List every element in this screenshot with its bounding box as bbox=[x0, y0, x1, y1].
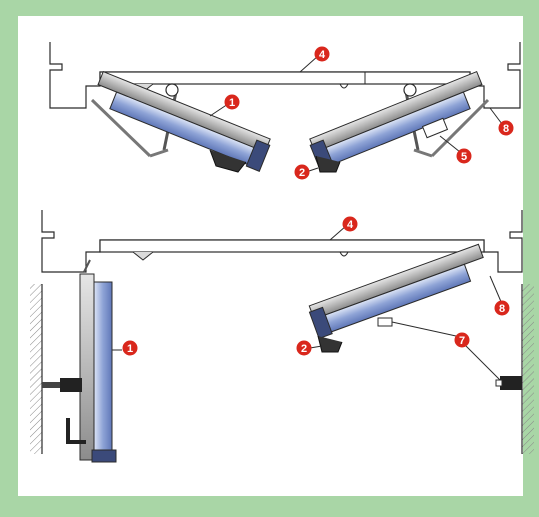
top-callout-4: 4 bbox=[314, 46, 330, 62]
svg-text:4: 4 bbox=[319, 49, 326, 61]
svg-text:1: 1 bbox=[229, 97, 235, 109]
bottom-left-handle bbox=[66, 418, 86, 444]
svg-text:4: 4 bbox=[347, 219, 354, 231]
top-right-handle bbox=[315, 155, 341, 173]
bottom-left-bumper bbox=[60, 378, 82, 392]
svg-text:2: 2 bbox=[301, 343, 307, 355]
bottom-right-handle bbox=[317, 335, 343, 353]
top-callout-1: 1 bbox=[224, 94, 240, 110]
bottom-callout-7: 7 bbox=[454, 332, 470, 348]
svg-text:7: 7 bbox=[459, 335, 465, 347]
top-callout-2: 2 bbox=[294, 164, 310, 180]
bottom-callout-1: 1 bbox=[122, 340, 138, 356]
top-diagram: 4 1 2 5 8 bbox=[49, 42, 521, 180]
svg-text:2: 2 bbox=[299, 167, 305, 179]
svg-text:5: 5 bbox=[461, 151, 467, 163]
bottom-track bbox=[99, 239, 485, 253]
top-right-leaf bbox=[309, 70, 490, 173]
svg-text:1: 1 bbox=[127, 343, 133, 355]
bottom-callout-4: 4 bbox=[342, 216, 358, 232]
top-callout-8: 8 bbox=[498, 120, 514, 136]
bottom-callout-2: 2 bbox=[296, 340, 312, 356]
top-left-leaf bbox=[90, 70, 271, 173]
bottom-right-bumper bbox=[500, 376, 522, 390]
top-left-handle bbox=[209, 149, 247, 173]
svg-text:8: 8 bbox=[503, 123, 509, 135]
bottom-callout-8: 8 bbox=[494, 300, 510, 316]
bottom-right-leaf bbox=[308, 243, 522, 390]
bottom-left-leaf bbox=[42, 259, 122, 463]
svg-text:8: 8 bbox=[499, 303, 505, 315]
top-callout-5: 5 bbox=[456, 148, 472, 164]
bottom-diagram: 4 8 1 2 7 bbox=[30, 210, 534, 463]
top-track bbox=[99, 71, 471, 85]
bottom-left-leaf-panel bbox=[93, 281, 113, 461]
